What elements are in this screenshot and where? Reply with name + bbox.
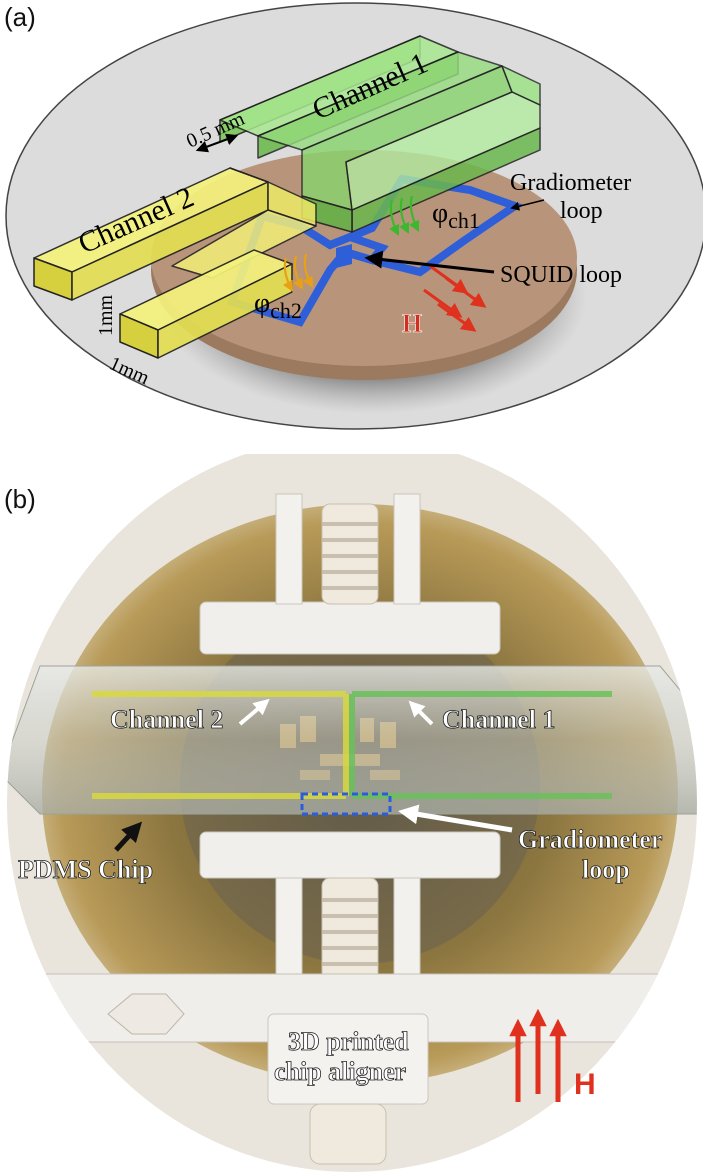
gradiometer-label-b-line1: Gradiometer bbox=[518, 825, 662, 854]
phi-ch2-label: φch2 bbox=[254, 288, 302, 323]
aligner-label-line1: 3D printed bbox=[288, 1027, 409, 1056]
panel-b-label: (b) bbox=[4, 484, 36, 514]
phi-ch1-label: φch1 bbox=[432, 198, 480, 233]
gradiometer-label-line2: loop bbox=[560, 198, 603, 224]
flux-arrows-ch1 bbox=[389, 195, 419, 236]
field-arrows-b bbox=[509, 1008, 567, 1102]
squid-pointer bbox=[364, 250, 495, 274]
gap-dimension-arrow bbox=[195, 133, 239, 153]
gradiometer-label-b-line2: loop bbox=[582, 855, 630, 884]
top-screw bbox=[321, 503, 379, 605]
channel-2-pointer bbox=[238, 698, 270, 726]
hex-nut bbox=[107, 993, 185, 1035]
bottom-clamp bbox=[199, 831, 501, 879]
aligner-label-line2: chip aligner bbox=[274, 1057, 406, 1086]
height-dimension-label: 1mm bbox=[95, 294, 117, 336]
panel-a-label: (a) bbox=[4, 2, 36, 32]
top-clamp bbox=[199, 601, 501, 655]
flux-arrows-ch2 bbox=[282, 253, 314, 292]
squid-loop-label: SQUID loop bbox=[500, 262, 622, 288]
channel-1-block bbox=[219, 35, 541, 233]
gradiometer-label-line1: Gradiometer bbox=[510, 170, 631, 196]
pdms-pointer bbox=[114, 821, 143, 852]
gradiometer-pointer-b bbox=[398, 804, 513, 833]
channel-1-pointer bbox=[408, 700, 434, 726]
channel-1-overlay bbox=[349, 691, 612, 799]
panel-b-photo: Channel 2 Channel 1 Gradiometer loop PDM… bbox=[7, 454, 697, 1172]
gradiometer-box bbox=[300, 792, 392, 816]
squid-loop bbox=[336, 244, 352, 268]
field-label-a: H bbox=[402, 309, 422, 338]
channel-1-label-b: Channel 1 bbox=[442, 705, 555, 734]
channel-2-label-b: Channel 2 bbox=[110, 705, 223, 734]
channel-2-overlay bbox=[92, 691, 349, 799]
gradiometer-pointer bbox=[510, 199, 545, 211]
pdms-chip-label: PDMS Chip bbox=[18, 855, 153, 884]
channel-2-block bbox=[33, 167, 317, 359]
field-label-b: H bbox=[574, 1068, 596, 1101]
field-arrows-a bbox=[423, 264, 487, 332]
panel-a-diagram: Channel 1 Channel 2 0.5 mm 1mm 1mm Gradi… bbox=[5, 2, 703, 430]
